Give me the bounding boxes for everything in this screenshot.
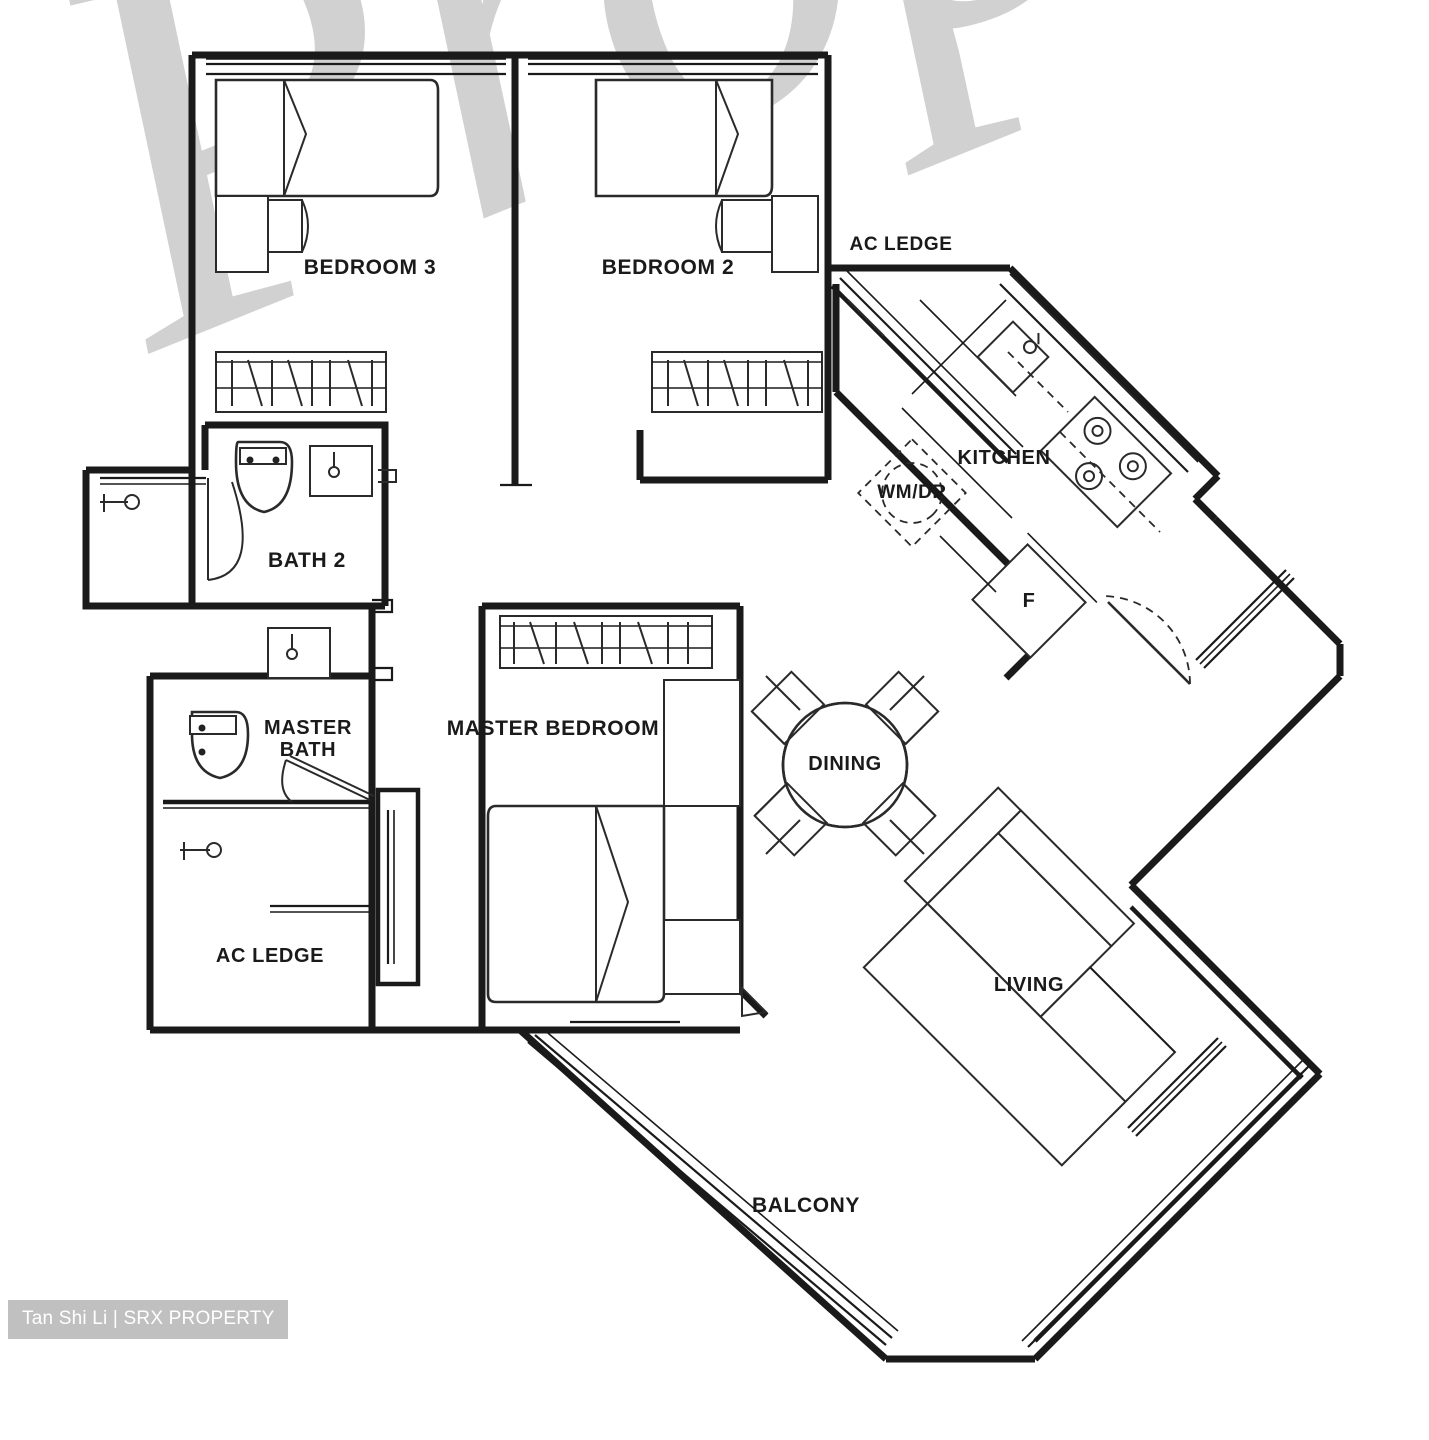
room-label-balcony: BALCONY (751, 1194, 861, 1217)
room-label-ac-ledge-lower: AC LEDGE (215, 945, 325, 967)
room-label-bath-2: BATH 2 (268, 549, 346, 572)
room-label-wm-dr: WM/DR (877, 482, 947, 503)
dining-furniture (750, 670, 940, 857)
room-label-fridge: F (1022, 590, 1036, 612)
room-label-kitchen: KITCHEN (957, 447, 1051, 469)
room-label-master-bedroom: MASTER BEDROOM (446, 717, 660, 740)
room-label-master-bath: MASTER BATH (263, 717, 353, 762)
room-label-dining: DINING (808, 753, 882, 775)
bedroom-2-furniture (528, 58, 823, 413)
living-furniture (862, 786, 1177, 1167)
room-label-ac-ledge-upper: AC LEDGE (849, 234, 953, 255)
room-label-bedroom-2: BEDROOM 2 (601, 256, 735, 279)
ac-ledge-upper-structure (830, 270, 1024, 464)
bedroom-3-furniture (206, 58, 506, 413)
structure-walls (82, 51, 1344, 1363)
master-bath-fixtures (163, 627, 421, 987)
credit-badge: Tan Shi Li | SRX PROPERTY (8, 1300, 289, 1339)
kitchen-fixtures (856, 273, 1199, 659)
room-label-bedroom-3: BEDROOM 3 (303, 256, 437, 279)
room-label-living: LIVING (993, 974, 1065, 996)
bath-2-fixtures (100, 440, 397, 581)
master-bedroom-furniture (486, 615, 769, 1029)
misc-marks (85, 470, 394, 682)
